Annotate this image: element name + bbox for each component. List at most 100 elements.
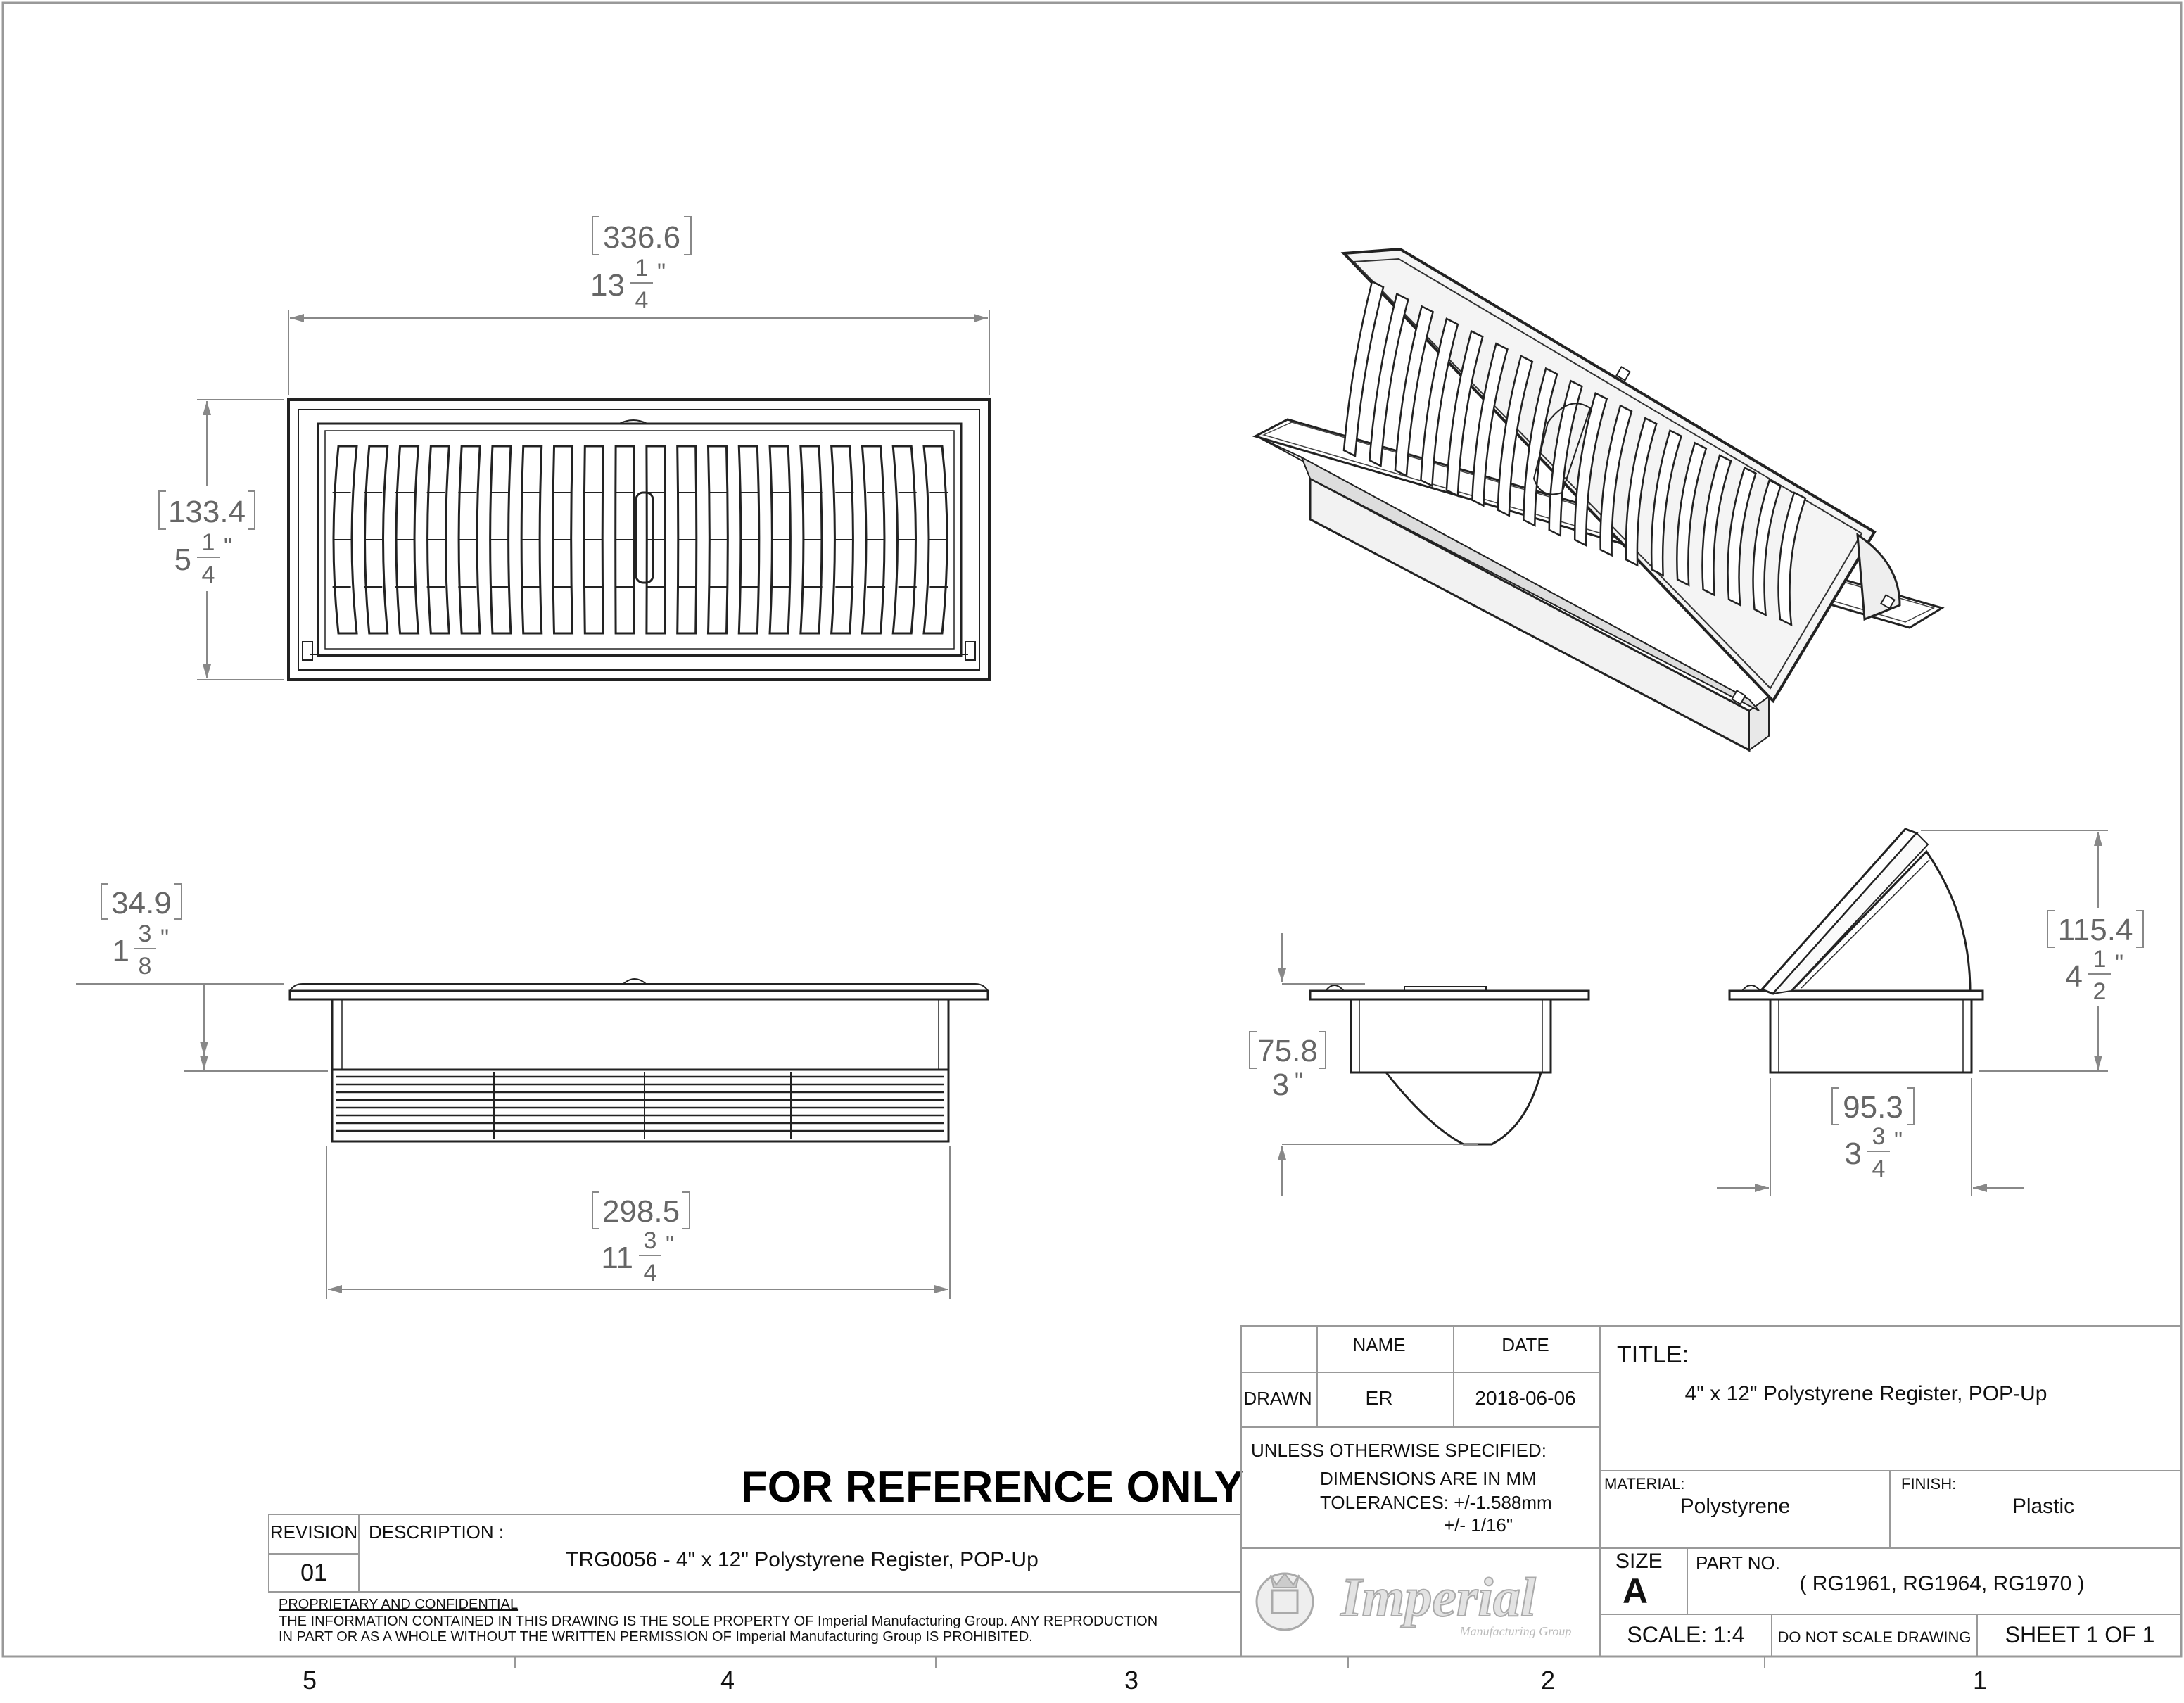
- grille-slat: [426, 445, 450, 635]
- front-height-mm: 34.9: [111, 886, 172, 920]
- grille-slat: [737, 445, 761, 635]
- top-height-inch: ": [224, 533, 232, 560]
- front-width-num: 3: [644, 1227, 657, 1254]
- name-header: NAME: [1352, 1334, 1405, 1355]
- iso-grille-slat: [1701, 454, 1732, 597]
- grille-slat: [922, 445, 948, 635]
- open-height-whole: 4: [2066, 959, 2083, 994]
- top-height-mm: 133.4: [168, 495, 246, 529]
- grille-slat: [552, 445, 574, 635]
- iso-grille-slat: [1471, 342, 1509, 507]
- grille-slat: [614, 445, 635, 635]
- front-width-dimension: 298.5 11 3 4 ": [326, 1146, 951, 1299]
- iso-grille-slat: [1625, 417, 1658, 567]
- front-height-whole: 1: [113, 934, 129, 968]
- grille-slat: [489, 445, 512, 635]
- side-depth-mm: 75.8: [1257, 1034, 1318, 1068]
- grille-slat: [457, 445, 481, 635]
- open-height-num: 1: [2093, 946, 2107, 973]
- logo-wordmark: Imperial: [1340, 1566, 1536, 1628]
- top-view-slats: [332, 445, 948, 635]
- front-height-num: 3: [139, 920, 152, 947]
- iso-grille-slat: [1342, 280, 1385, 457]
- iso-grille-slat: [1497, 355, 1534, 517]
- iso-grille-slat: [1445, 329, 1484, 498]
- open-width-dimension: 95.3 3 3 4 ": [1717, 1078, 2024, 1196]
- zone-ticks: [514, 1657, 1765, 1668]
- grille-slat: [332, 445, 358, 635]
- sheet-border: [1, 1, 2183, 1658]
- iso-grille-slat: [1727, 466, 1757, 607]
- description-value: TRG0056 - 4" x 12" Polystyrene Register,…: [566, 1548, 1039, 1571]
- scale: SCALE: 1:4: [1627, 1622, 1744, 1647]
- top-height-den: 4: [202, 562, 215, 588]
- isometric-slats: [1342, 280, 1807, 627]
- front-view-louvers: [336, 1075, 944, 1132]
- title-block: [1240, 1325, 2182, 1657]
- zone-3: 3: [1124, 1666, 1138, 1695]
- title-value: 4" x 12" Polystyrene Register, POP-Up: [1685, 1382, 2048, 1405]
- top-width-num: 1: [635, 255, 649, 281]
- front-width-mm: 298.5: [602, 1194, 680, 1229]
- open-height-inch: ": [2115, 950, 2123, 977]
- side-view: [1309, 985, 1590, 1146]
- front-height-den: 8: [139, 953, 152, 980]
- iso-grille-slat: [1369, 292, 1409, 468]
- open-height-mm: 115.4: [2058, 913, 2133, 947]
- side-depth-dimension: 75.8 3 ": [1249, 933, 1478, 1196]
- top-height-dimension: 133.4 5 1 4 ": [158, 399, 284, 680]
- open-width-inch: ": [1894, 1127, 1903, 1154]
- drawn-name: ER: [1366, 1387, 1393, 1409]
- open-side-view: [1728, 828, 1984, 1074]
- front-height-inch: ": [160, 925, 169, 951]
- grille-slat: [520, 445, 543, 635]
- part-label: PART NO.: [1696, 1552, 1780, 1574]
- open-width-num: 3: [1872, 1123, 1886, 1150]
- revision-label: REVISION: [270, 1521, 357, 1543]
- finish-label: FINISH:: [1901, 1475, 1956, 1493]
- drawn-label: DRAWN: [1243, 1388, 1312, 1409]
- grille-slat: [830, 445, 854, 635]
- material-label: MATERIAL:: [1604, 1475, 1685, 1493]
- iso-grille-slat: [1420, 317, 1459, 488]
- iso-grille-slat: [1394, 305, 1435, 478]
- tolerances: TOLERANCES: +/-1.588mm: [1320, 1492, 1552, 1513]
- size-value: A: [1623, 1571, 1648, 1611]
- front-width-den: 4: [644, 1260, 657, 1286]
- unless-specified: UNLESS OTHERWISE SPECIFIED:: [1251, 1440, 1547, 1461]
- grille-slat: [861, 445, 886, 635]
- iso-grille-slat: [1650, 429, 1683, 577]
- revision-value: 01: [300, 1559, 327, 1586]
- zone-1: 1: [1973, 1666, 1987, 1695]
- reference-notice: FOR REFERENCE ONLY: [741, 1463, 1243, 1512]
- front-width-inch: ": [666, 1232, 674, 1258]
- part-value: ( RG1961, RG1964, RG1970 ): [1799, 1572, 2084, 1595]
- zone-5: 5: [303, 1666, 317, 1695]
- proprietary-line-2: IN PART OR AS A WHOLE WITHOUT THE WRITTE…: [279, 1629, 1033, 1645]
- grille-slat: [583, 445, 604, 635]
- date-header: DATE: [1502, 1334, 1549, 1355]
- revision-block: [268, 1514, 1242, 1593]
- iso-grille-slat: [1752, 479, 1782, 617]
- material-value: Polystyrene: [1680, 1495, 1791, 1518]
- grille-slat: [706, 445, 729, 635]
- tolerances-inch: +/- 1/16": [1444, 1514, 1513, 1536]
- top-width-whole: 13: [590, 268, 625, 303]
- iso-grille-slat: [1599, 404, 1633, 557]
- grille-slat: [768, 445, 792, 635]
- open-height-dimension: 115.4 4 1 2 ": [1921, 830, 2144, 1072]
- proprietary-heading: PROPRIETARY AND CONFIDENTIAL: [279, 1597, 518, 1612]
- proprietary-line-1: THE INFORMATION CONTAINED IN THIS DRAWIN…: [279, 1614, 1157, 1629]
- top-width-inch: ": [657, 259, 666, 286]
- top-width-den: 4: [635, 287, 649, 314]
- imperial-logo: Imperial Manufacturing Group: [1255, 1566, 1572, 1638]
- side-depth-inch: ": [1295, 1068, 1303, 1095]
- iso-grille-slat: [1676, 441, 1708, 587]
- iso-grille-slat: [1548, 379, 1583, 537]
- title-label: TITLE:: [1617, 1341, 1689, 1368]
- iso-grille-slat: [1573, 392, 1608, 547]
- logo-subtext: Manufacturing Group: [1459, 1624, 1572, 1638]
- grille-slat: [799, 445, 823, 635]
- top-view: [287, 398, 991, 681]
